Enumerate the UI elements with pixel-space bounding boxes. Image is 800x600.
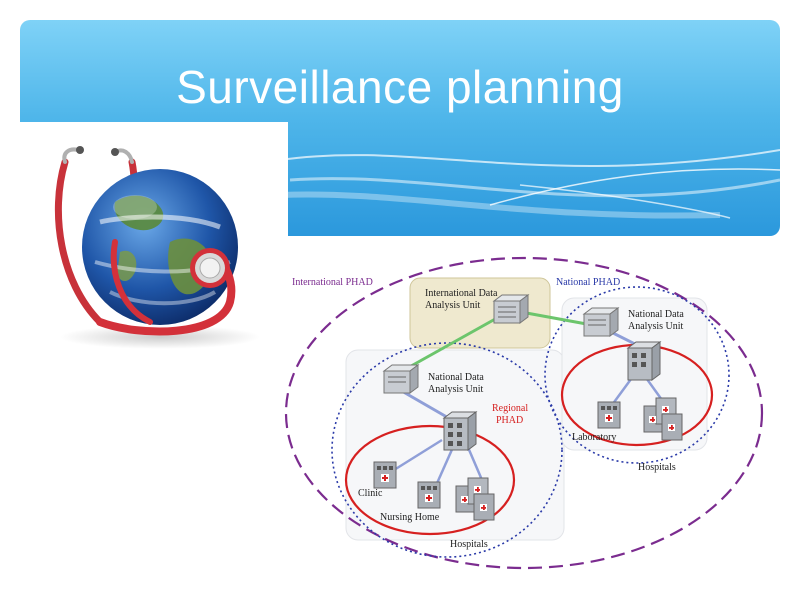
national-phad-label: National PHAD [556,277,620,288]
laboratory-hospital-icon [597,401,621,429]
regional-phad-label-line2: PHAD [496,415,523,426]
left-hospitals-label: Hospitals [450,539,488,550]
right-national-server-icon [582,307,620,337]
right-hospitals-label: Hospitals [638,462,676,473]
laboratory-label: Laboratory [572,432,616,443]
clinic-hospital-icon [373,461,397,489]
right-national-unit-label-line2: Analysis Unit [628,321,684,332]
left-national-ring [331,342,563,558]
banner-wave-decoration [279,149,780,219]
hospitals-cluster-left-icon [455,477,495,521]
regional-to-clinic-link [393,438,443,472]
globe-image-panel [20,122,288,356]
left-national-server-icon [382,364,420,394]
regional-phad-label-line1: Regional [492,403,528,414]
left-national-unit-label-line1: National Data [428,372,484,383]
right-national-unit-label-line1: National Data [628,309,684,320]
right-regional-building-icon [626,341,662,381]
left-national-unit-label-line2: Analysis Unit [428,384,484,395]
international-phad-ring [284,256,764,570]
globe-stethoscope-icon [54,146,260,349]
national-to-regional-link [399,388,453,422]
international-server-icon [492,294,530,324]
phad-network-diagram: International PHAD National PHAD Interna… [284,256,764,570]
hospitals-cluster-right-icon [643,397,683,441]
slide-title: Surveillance planning [176,61,624,113]
intl-unit-label-line2: Analysis Unit [425,300,481,311]
regional-to-hospitals-link [465,444,484,481]
intl-to-left-national-link [403,316,498,372]
right-national-ring [544,286,730,464]
clinic-label: Clinic [358,488,383,499]
regional-building-icon [442,411,478,451]
regional-phad-ring [344,424,516,536]
nursing-home-label: Nursing Home [380,512,440,523]
intl-unit-label-line1: International Data [425,288,498,299]
nursing-home-hospital-icon [417,481,441,509]
international-phad-label: International PHAD [292,277,373,288]
